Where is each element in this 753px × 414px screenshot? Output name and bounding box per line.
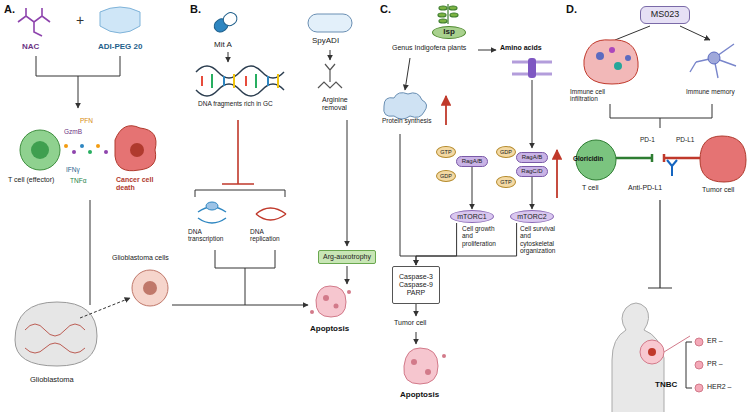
node-text: GDP <box>440 173 452 179</box>
label: Anti-PD-L1 <box>628 184 662 192</box>
connector <box>532 177 533 209</box>
label: C. <box>380 3 391 16</box>
process-box: Arg-auxotrophy <box>318 250 376 264</box>
apoptotic-cell <box>404 348 438 384</box>
label: Immune cell infiltration <box>570 88 634 103</box>
node-text: mTORC1 <box>457 213 486 221</box>
label: B. <box>190 3 201 16</box>
nucleotide-circle: GTP <box>436 146 455 158</box>
connector <box>416 223 457 265</box>
tumor-cell <box>700 136 746 182</box>
compound-oval: Isp <box>432 26 466 39</box>
capsule <box>212 10 239 34</box>
apoptotic-cell <box>316 286 346 317</box>
nucleotide-circle: GDP <box>496 146 516 158</box>
t-cell <box>20 130 60 170</box>
dna-helix <box>196 66 284 96</box>
label: Protein synthesis <box>382 117 432 124</box>
node-text: GDP <box>500 149 512 155</box>
complex-oval: mTORC1 <box>450 210 494 223</box>
protein-pill: RagA/B <box>516 152 548 163</box>
protein-cloud <box>384 93 427 119</box>
label: T cell <box>582 184 599 192</box>
protein-pill: RagA/B <box>456 156 488 167</box>
label: T cell (effector) <box>8 176 54 184</box>
label: PD-1 <box>640 136 655 143</box>
node-text: RagC/D <box>521 168 542 175</box>
label: Immune memory <box>686 88 735 95</box>
label: D. <box>566 3 577 16</box>
adi-peg-shape <box>100 7 140 33</box>
connector <box>472 167 473 209</box>
label: PD-L1 <box>676 136 694 143</box>
node-text: Isp <box>443 28 455 37</box>
label: SpyADI <box>312 36 339 45</box>
connector <box>416 223 517 265</box>
node-text: mTORC2 <box>517 213 546 221</box>
label: Cancer cell death <box>116 176 166 192</box>
label: Cell survival and cytoskeletal organizat… <box>520 225 558 255</box>
node-text: GTP <box>440 149 451 155</box>
label: Glioblastoma cells <box>112 254 192 262</box>
merge-line <box>36 56 120 76</box>
label: Arginine removal <box>322 96 372 112</box>
replication-icon <box>256 208 286 220</box>
nucleotide-circle: GDP <box>436 170 456 182</box>
protein-list-box: Caspase-3Caspase-9PARP <box>392 266 440 304</box>
label: DNA fragments rich in GC <box>198 100 288 107</box>
label: PFN <box>80 117 93 124</box>
glioblastoma-cell <box>132 270 168 306</box>
transporter <box>528 58 536 78</box>
label: IFNγ <box>66 166 80 173</box>
node-text: GTP <box>500 179 511 185</box>
node-text: RagA/B <box>462 158 483 165</box>
label: Cell growth and proliferation <box>462 225 502 247</box>
arginine-molecule <box>318 64 342 88</box>
node-text: Arg-auxotrophy <box>323 253 371 261</box>
cancer-cell <box>115 126 156 171</box>
label: Tumor cell <box>394 319 426 327</box>
plant <box>438 4 458 24</box>
breast-tumor <box>640 340 664 364</box>
brain <box>15 302 97 366</box>
label: DNA transcription <box>188 228 238 243</box>
label: Apoptosis <box>310 324 349 333</box>
complex-oval: mTORC2 <box>510 210 554 223</box>
label: Glioblastoma <box>30 376 74 385</box>
node-text: PARP <box>407 289 426 297</box>
label: NAC <box>22 42 39 51</box>
tumor-infiltrate <box>584 40 638 84</box>
label: Genus Indigofera plants <box>392 44 466 52</box>
spyadi-pill <box>308 14 352 32</box>
label: GzmB <box>64 128 82 135</box>
label: ER – <box>707 337 723 345</box>
node-text: MS023 <box>651 10 680 20</box>
label: ADI-PEG 20 <box>98 42 142 51</box>
label: Apoptosis <box>400 390 439 399</box>
label: + <box>76 12 84 28</box>
protein-pill: RagC/D <box>516 166 548 177</box>
label: HER2 – <box>707 383 732 391</box>
label: TNBC <box>655 380 677 389</box>
node-text: Caspase-3 <box>399 273 433 281</box>
label: Mit A <box>214 40 232 49</box>
antibody <box>667 160 677 176</box>
label: DNA replication <box>250 228 294 243</box>
drug-box: MS023 <box>640 6 690 24</box>
label: TNFα <box>70 177 86 184</box>
node-text: RagA/B <box>522 154 543 161</box>
label: PR – <box>707 360 723 368</box>
label: Tumor cell <box>702 186 734 194</box>
label: Gloricidin <box>573 155 603 162</box>
nac-molecule <box>18 8 50 36</box>
nucleotide-circle: GTP <box>496 176 515 188</box>
body-silhouette <box>612 303 664 412</box>
label: Amino acids <box>500 44 542 52</box>
label: A. <box>4 3 15 16</box>
node-text: Caspase-9 <box>399 281 433 289</box>
neuron <box>690 44 736 78</box>
